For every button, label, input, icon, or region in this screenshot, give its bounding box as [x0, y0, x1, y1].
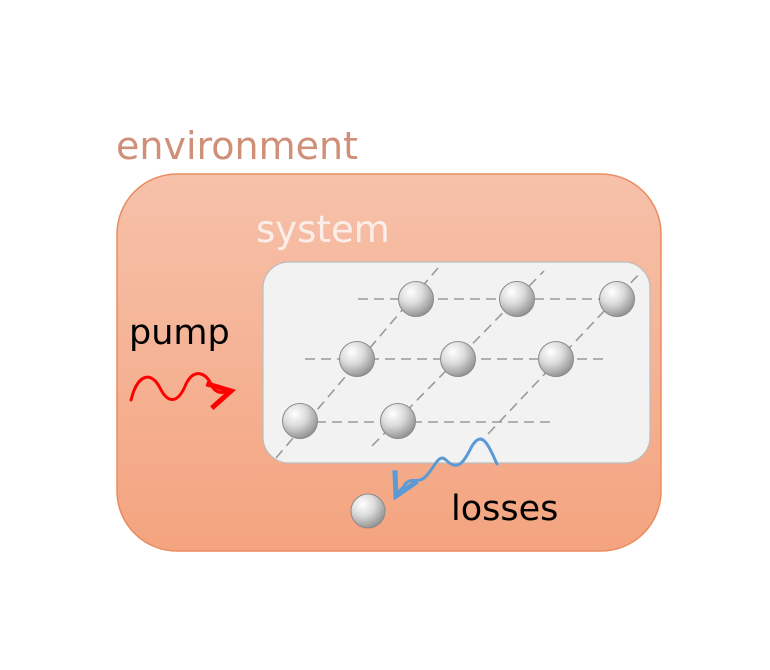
environment-label: environment: [116, 124, 358, 168]
sphere-icon: [398, 281, 434, 317]
lattice-sites: [282, 281, 635, 439]
sphere-icon: [282, 403, 318, 439]
sphere-icon: [499, 281, 535, 317]
sphere-icon: [599, 281, 635, 317]
losses-wavy-arrow-icon: [396, 437, 499, 496]
pump-label: pump: [129, 313, 230, 353]
pump-wavy-arrow-icon: [129, 372, 231, 400]
lost-particle-sphere-icon: [350, 493, 386, 529]
sphere-icon: [440, 341, 476, 377]
system-label: system: [256, 208, 390, 251]
losses-label: losses: [451, 489, 558, 529]
sphere-icon: [538, 341, 574, 377]
sphere-icon: [380, 403, 416, 439]
sphere-icon: [339, 341, 375, 377]
